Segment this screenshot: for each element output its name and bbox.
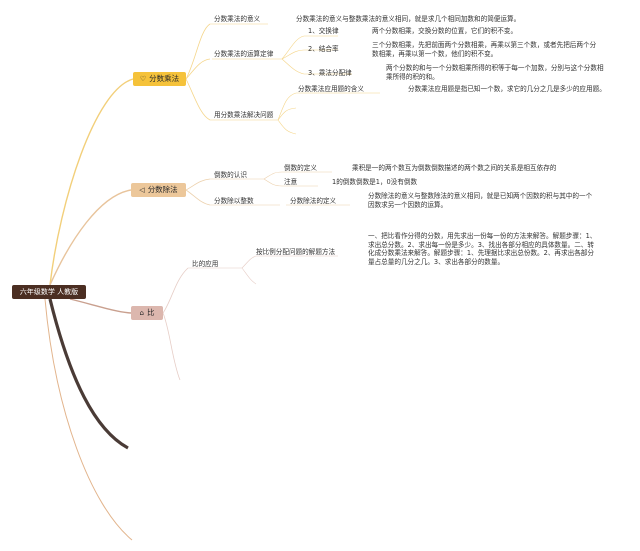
node-fraction-div-def[interactable]: 分数除法的定义	[290, 197, 337, 205]
topic-label: 比	[146, 308, 155, 317]
node-reciprocal-def-text[interactable]: 乘积是一的两个数互为倒数倒数描述的两个数之间的关系是相互依存的	[352, 164, 557, 172]
topic-ratio[interactable]: ⌂比	[131, 306, 163, 320]
node-fraction-div-integer[interactable]: 分数除以整数	[214, 197, 254, 205]
node-law-distributive[interactable]: 3、乘法分配律	[308, 69, 352, 77]
node-mult-laws[interactable]: 分数乘法的运算定律	[214, 50, 274, 58]
node-mult-app-meaning[interactable]: 分数乘法应用题的含义	[298, 85, 364, 93]
send-icon: ◁	[139, 186, 145, 194]
node-ratio-application[interactable]: 比的应用	[192, 260, 219, 268]
connector-root-b3	[69, 298, 132, 314]
topic-label: 分数除法	[147, 185, 178, 194]
connector-b2-reciprocal	[185, 178, 211, 191]
node-law-commutative[interactable]: 1、交换律	[308, 27, 339, 35]
node-mult-meaning[interactable]: 分数乘法的意义	[214, 15, 261, 23]
node-ratio-method-text[interactable]: 一、把比看作分得的分数，用先求出一份每一份的方法来解答。解题步骤：1、求出总分数…	[368, 232, 597, 266]
node-reciprocal-def[interactable]: 倒数的定义	[284, 164, 317, 172]
root-node[interactable]: 六年级数学 人教版	[12, 285, 86, 299]
node-reciprocal-note[interactable]: 注意	[284, 178, 298, 186]
heart-icon: ♡	[139, 75, 147, 83]
node-reciprocal-note-text[interactable]: 1的倒数倒数是1，0没有倒数	[332, 178, 418, 186]
connector-b2-div	[185, 189, 211, 206]
connector-b3-app	[162, 267, 189, 314]
node-mult-solve[interactable]: 用分数乘法解决问题	[214, 111, 274, 119]
topic-label: 分数乘法	[149, 74, 180, 83]
connector-root-b1	[49, 78, 134, 286]
connector-b1-law	[185, 58, 211, 80]
connector-root-b5	[44, 298, 133, 541]
connector-b1-solve	[185, 78, 211, 121]
connector-b1-meaning	[185, 23, 211, 80]
node-law-associative[interactable]: 2、结合率	[308, 45, 339, 53]
home-icon: ⌂	[139, 309, 144, 317]
node-mult-meaning-text[interactable]: 分数乘法的意义与整数乘法的意义相同，就是求几个相同加数和的简便运算。	[296, 15, 521, 23]
node-ratio-method[interactable]: 按比例分配问题的解题方法	[256, 248, 336, 256]
node-law-commutative-text[interactable]: 两个分数相乘，交换分数的位置，它们的积不变。	[372, 27, 518, 35]
node-law-associative-text[interactable]: 三个分数相乘，先把前面两个分数相乘，再乘以第三个数，或者先把后两个分数相乘，再乘…	[372, 41, 597, 58]
node-fraction-div-def-text[interactable]: 分数除法的意义与整数除法的意义相同，就是已知两个因数的积与其中的一个因数求另一个…	[368, 192, 593, 209]
connector-b3-empty	[162, 312, 181, 381]
node-mult-app-meaning-text[interactable]: 分数乘法应用题是指已知一个数，求它的几分之几是多少的应用题。	[408, 85, 606, 93]
topic-fraction-division[interactable]: ◁分数除法	[131, 183, 186, 197]
connector-root-b4	[48, 298, 129, 450]
connector-root-b2	[49, 189, 132, 286]
node-law-distributive-text[interactable]: 两个分数的和与一个分数相乘所得的积等于每一个加数，分别与这个分数相乘所得的积的和…	[386, 64, 604, 81]
node-reciprocal[interactable]: 倒数的认识	[214, 171, 247, 179]
topic-fraction-multiplication[interactable]: ♡分数乘法	[133, 72, 186, 86]
